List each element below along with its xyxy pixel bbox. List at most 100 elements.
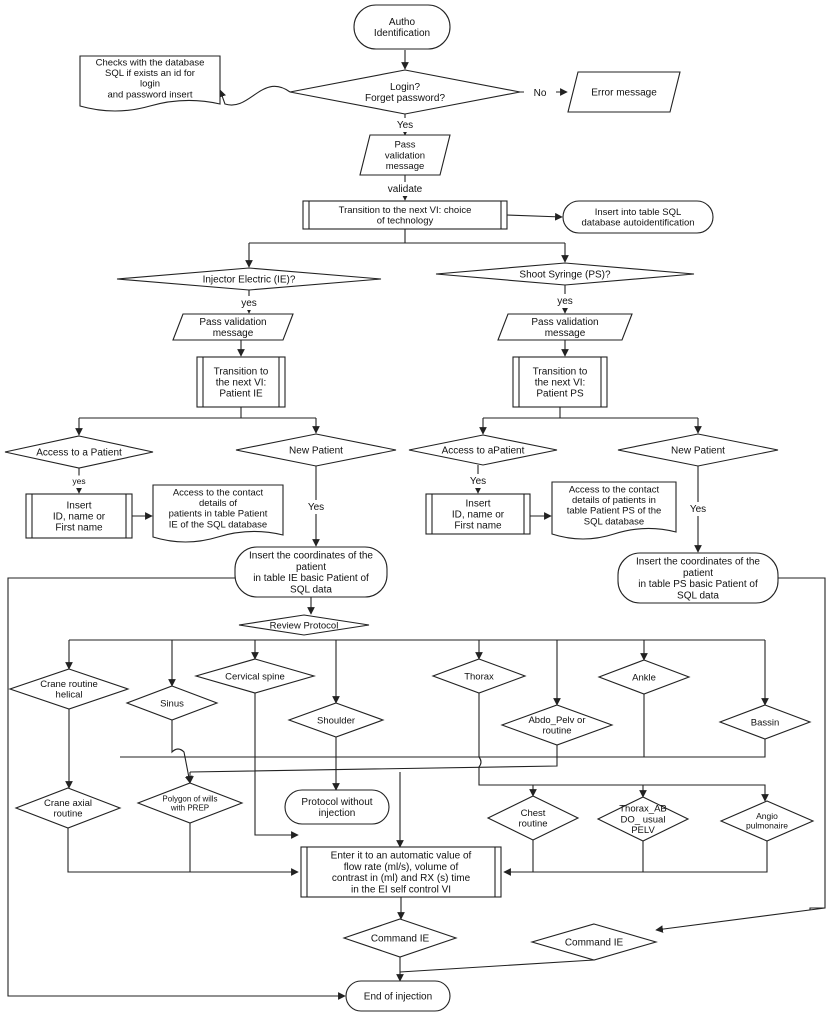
node-text: Crane axial [44,798,92,809]
node-text: Command IE [565,938,624,949]
node-shape [562,200,714,234]
node-shape [596,796,690,842]
node-text: ID, name or [452,510,505,521]
edge-label-bg [462,474,494,488]
node-pass-ps [497,313,633,341]
edge-label-bg [524,86,556,100]
node-text: details of [199,498,237,509]
connector [506,212,563,221]
node-insert-id-ie [25,493,133,539]
node-text: in the EI self control VI [351,884,451,895]
node-text: routine [542,726,571,737]
node-shoot-ps [435,262,695,286]
node-transition-tech [302,200,508,230]
node-text: ID, name or [53,512,106,523]
node-shape [196,356,286,408]
connector [643,841,768,873]
connector [189,745,558,773]
node-text: Thorax_AB [619,804,667,815]
edge-label-yes-new-ie: Yes [308,502,324,513]
node-text: DO_ usual [621,814,666,825]
node-text: in table IE basic Patient of [253,573,369,584]
node-insert-auth [562,200,714,234]
edge-label-bg [389,118,421,132]
node-shape [486,795,580,841]
node-shape [4,435,154,469]
node-shape [284,789,390,825]
node-polygon [136,782,244,824]
node-text: First name [55,523,103,534]
node-text: Access to the contact [173,487,264,498]
node-shape [235,433,397,467]
node-text: Insert the coordinates of the [636,557,760,568]
node-shape [79,55,221,112]
node-text: Angio [756,811,778,821]
node-shape [425,493,531,535]
node-text: Crane routine [40,679,98,690]
node-text: Chest [521,808,546,819]
edge-label-bg [389,182,421,196]
node-text: Checks with the database [96,57,205,68]
node-text: Command IE [371,934,430,945]
node-injector-ie [116,267,382,291]
node-shape [551,481,677,540]
node-shape [597,659,691,695]
edge-label-bg [63,475,95,488]
edge-label-yes-login: Yes [397,120,413,131]
connector [254,693,299,839]
node-shape [567,71,681,113]
connector [655,907,826,933]
node-shape [116,267,382,291]
node-text: Access to a Patient [36,448,122,459]
node-text: Login? [390,82,420,93]
connector-to-end [7,577,346,1000]
node-text: pulmonaire [746,821,788,831]
node-shape [718,704,812,740]
node-new-ie [235,433,397,467]
node-text: SQL database [584,516,644,527]
edge-label-yes-access-ie: yes [72,476,85,486]
node-text: Pass [394,140,415,151]
node-contact-ps [551,481,677,540]
node-shape [14,787,122,829]
node-thorax-ab [596,796,690,842]
node-pass-ie [172,313,294,341]
node-text: PELV [631,825,655,836]
edge-label-bg [682,502,714,516]
node-text: message [213,328,254,339]
node-shape [512,356,608,408]
node-shape [152,484,284,543]
edge-label-bg [233,296,265,310]
node-cervical [194,658,316,694]
node-pass1 [359,134,451,176]
node-trans-ie [196,356,286,408]
connector-to-db-check [218,85,291,106]
node-text: SQL data [290,584,332,595]
node-error [567,71,681,113]
node-text: Shoulder [317,715,355,726]
node-text: message [386,161,425,172]
node-text: patient [296,562,326,573]
node-insert-id-ps [425,493,531,535]
node-text: with PREP [170,803,209,812]
node-text: Error message [591,88,657,99]
node-shape [302,200,508,230]
node-shape [345,980,451,1012]
edge-label-bg [549,294,581,308]
node-text: IE of the SQL database [169,519,267,530]
node-ankle [597,659,691,695]
node-angio [719,800,815,842]
node-bassin [718,704,812,740]
node-trans-ps [512,356,608,408]
node-text: Insert the coordinates of the [249,551,373,562]
node-shape [238,614,370,636]
node-shape [359,134,451,176]
node-text: login [140,79,160,90]
edge-label-yes-new-ps: Yes [690,504,706,515]
node-contact-ie [152,484,284,543]
connector [479,784,647,798]
node-text: injection [319,808,356,819]
node-shoulder [287,702,385,738]
node-text: routine [518,819,547,830]
